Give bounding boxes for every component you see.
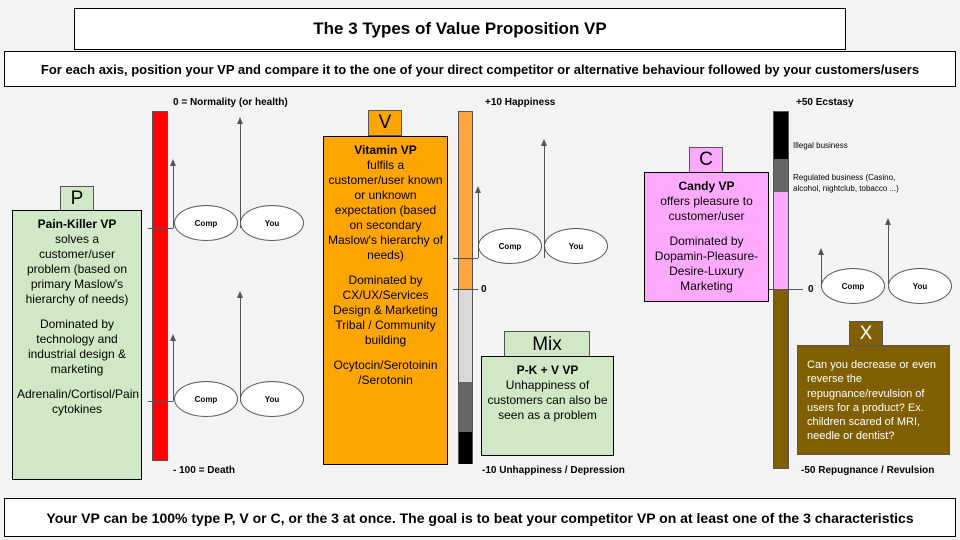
candy-zero-label: 0 [808, 284, 814, 295]
repugnance-tag: X [849, 321, 883, 347]
vitamin-marker-tick [453, 258, 478, 259]
painkiller-comp-marker[interactable]: Comp [174, 205, 238, 241]
footer-note: Your VP can be 100% type P, V or C, or t… [4, 498, 956, 537]
vitamin-card: Vitamin VP fulfils a customer/user known… [323, 136, 448, 465]
vitamin-axis-bottom-label: -10 Unhappiness / Depression [482, 465, 625, 476]
you-arrow-icon [237, 291, 243, 401]
page-subtitle: For each axis, position your VP and comp… [4, 51, 956, 87]
candy-regulated-segment [774, 159, 788, 192]
mix-tag: Mix [504, 331, 590, 358]
comp-arrow-icon [170, 334, 176, 401]
painkiller-marker-tick [148, 401, 173, 402]
candy-axis-top-label: +50 Ecstasy [796, 97, 854, 108]
comp-arrow-icon [170, 159, 176, 228]
comp-arrow-icon [818, 248, 824, 284]
painkiller-tag: P [60, 186, 94, 212]
vitamin-positive-segment [459, 112, 472, 290]
painkiller-card: Pain-Killer VP solves a customer/user pr… [12, 210, 142, 480]
painkiller-axis-top-label: 0 = Normality (or health) [173, 97, 288, 108]
painkiller-title: Pain-Killer VP [37, 217, 117, 231]
painkiller-marker-tick [148, 228, 173, 229]
candy-card: Candy VP offers pleasure to customer/use… [644, 172, 769, 302]
vitamin-tag: V [368, 110, 402, 136]
painkiller-comp-marker[interactable]: Comp [174, 381, 238, 417]
candy-positive-segment [774, 192, 788, 290]
vitamin-dominated: Dominated by CX/UX/Services Design & Mar… [333, 273, 438, 347]
candy-axis-bottom-label: -50 Repugnance / Revulsion [801, 465, 935, 476]
painkiller-dominated: Dominated by technology and industrial d… [27, 317, 127, 376]
you-arrow-icon [885, 218, 891, 284]
candy-dominated: Dominated by Dopamin-Pleasure-Desire-Lux… [654, 234, 759, 293]
candy-comp-marker[interactable]: Comp [821, 268, 885, 304]
candy-you-marker[interactable]: You [888, 268, 952, 304]
vitamin-zero-label: 0 [481, 284, 487, 295]
you-arrow-icon [541, 139, 547, 258]
repugnance-card: Can you decrease or even reverse the rep… [797, 345, 950, 455]
vitamin-depression-segment [459, 432, 472, 464]
vitamin-hormones: Ocytocin/Serotoinin /Serotonin [333, 358, 438, 387]
vitamin-zero-tick [453, 289, 478, 290]
regulated-business-label: Regulated business (Casino, alcohol, nig… [793, 173, 899, 193]
illegal-business-label: Illegal business [793, 141, 848, 150]
vitamin-title: Vitamin VP [354, 143, 417, 157]
vitamin-axis-top-label: +10 Happiness [485, 97, 556, 108]
repugnance-text: Can you decrease or even reverse the rep… [807, 359, 937, 443]
vitamin-you-marker[interactable]: You [544, 228, 608, 264]
painkiller-you-marker[interactable]: You [240, 381, 304, 417]
mix-card: P-K + V VP Unhappiness of customers can … [481, 356, 614, 456]
vitamin-description: fulfils a customer/user known or unknown… [328, 158, 443, 262]
page-title: The 3 Types of Value Proposition VP [74, 8, 846, 50]
candy-axis-bar [773, 111, 789, 469]
comp-arrow-icon [475, 186, 481, 258]
painkiller-description: solves a customer/user problem (based on… [25, 232, 129, 306]
candy-tag: C [689, 147, 723, 173]
vitamin-comp-marker[interactable]: Comp [478, 228, 542, 264]
painkiller-axis-bar [152, 111, 168, 461]
vitamin-mid-segment [459, 382, 472, 432]
mix-description: Unhappiness of customers can also be see… [487, 378, 608, 422]
vitamin-axis-bar [458, 111, 473, 464]
candy-description: offers pleasure to customer/user [660, 194, 753, 223]
mix-title: P-K + V VP [516, 363, 579, 377]
painkiller-axis-bottom-label: - 100 = Death [173, 465, 235, 476]
candy-zero-tick [769, 289, 803, 290]
candy-title: Candy VP [678, 179, 735, 193]
you-arrow-icon [237, 117, 243, 228]
candy-illegal-segment [774, 112, 788, 159]
painkiller-you-marker[interactable]: You [240, 205, 304, 241]
painkiller-hormones: Adrenalin/Cortisol/Pain cytokines [17, 387, 140, 416]
